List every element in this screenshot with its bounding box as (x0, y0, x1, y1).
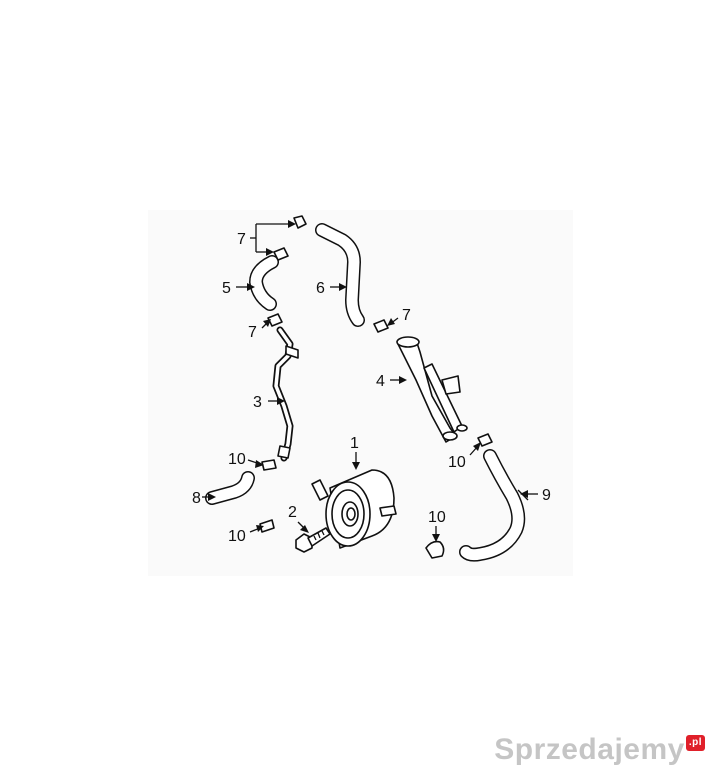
hose-part-8 (205, 471, 255, 505)
clamp-part-7 (267, 215, 389, 333)
callout-7-right: 7 (402, 307, 411, 324)
callout-labels: 1 2 3 4 5 6 7 7 7 8 9 10 10 10 10 (192, 231, 551, 545)
hose-part-6 (315, 223, 365, 327)
callout-4: 4 (376, 373, 385, 390)
callout-2: 2 (288, 504, 297, 521)
watermark-logo: Sprzedajemy.pl (494, 733, 705, 767)
callout-1: 1 (350, 435, 359, 452)
hose-part-9 (459, 449, 529, 562)
callout-10-upper-left: 10 (228, 451, 246, 468)
callout-6: 6 (316, 280, 325, 297)
callout-7-top: 7 (237, 231, 246, 248)
callout-3: 3 (253, 394, 262, 411)
bolt-part (295, 527, 331, 553)
callout-8: 8 (192, 490, 201, 507)
callout-7-middle: 7 (248, 324, 257, 341)
hose-part-5 (249, 255, 279, 311)
callout-10-lower-left: 10 (228, 528, 246, 545)
watermark-badge: .pl (685, 735, 705, 751)
oil-cooler-part (311, 469, 397, 549)
callout-9: 9 (542, 487, 551, 504)
pipe-part-3 (272, 326, 299, 462)
leader-lines (202, 220, 538, 542)
watermark-text: Sprzedajemy (494, 733, 685, 766)
pipe-assembly-part-4 (396, 336, 468, 443)
callout-5: 5 (222, 280, 231, 297)
clamp-part-10 (259, 433, 493, 559)
callout-10-bottom: 10 (428, 509, 446, 526)
callout-10-right: 10 (448, 454, 466, 471)
